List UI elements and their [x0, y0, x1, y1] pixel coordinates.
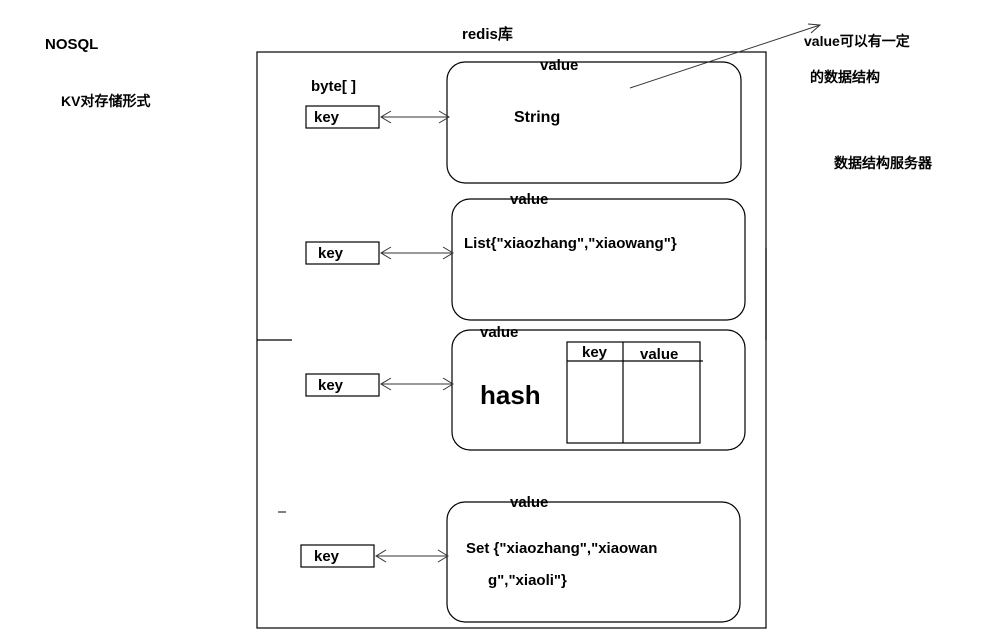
key-box-1 [305, 105, 380, 129]
key-box-2 [305, 241, 380, 265]
key-box-3 [305, 373, 380, 397]
double-arrow-3 [380, 377, 454, 391]
value-note-line1: value可以有一定 [804, 33, 910, 49]
double-arrow-4 [375, 549, 449, 563]
double-arrow-1 [380, 110, 450, 124]
hash-table-header-key: key [582, 344, 608, 361]
value-content-list: List{"xiaozhang","xiaowang"} [464, 235, 677, 252]
value-label-4: value [510, 494, 549, 511]
key-label-4: key [314, 548, 340, 565]
value-box-set [446, 501, 741, 623]
value-content-hash: hash [480, 380, 541, 410]
value-box-hash [451, 329, 746, 451]
value-label-3: value [480, 324, 519, 341]
key-box-4 [300, 544, 375, 568]
key-label-1: key [314, 109, 340, 126]
value-box-string [446, 61, 742, 184]
value-content-set-line2: g","xiaoli"} [488, 572, 567, 589]
key-label-2: key [318, 245, 344, 262]
byte-array-label: byte[ ] [311, 78, 356, 95]
value-content-string: String [514, 109, 561, 126]
data-structure-server-label: 数据结构服务器 [834, 155, 932, 171]
hash-table-header-value: value [640, 346, 679, 363]
value-label-2: value [510, 191, 549, 208]
key-label-3: key [318, 377, 344, 394]
redis-lib-label: redis库 [462, 26, 513, 43]
kv-form-label: KV对存储形式 [61, 93, 151, 109]
annotation-arrow [629, 23, 822, 89]
value-note-line2: 的数据结构 [810, 69, 880, 85]
double-arrow-2 [380, 246, 454, 260]
value-label-1: value [540, 57, 579, 74]
hash-table [566, 341, 703, 444]
value-box-list [451, 198, 746, 321]
nosql-label: NOSQL [45, 36, 99, 53]
value-content-set-line1: Set {"xiaozhang","xiaowan [466, 540, 658, 557]
